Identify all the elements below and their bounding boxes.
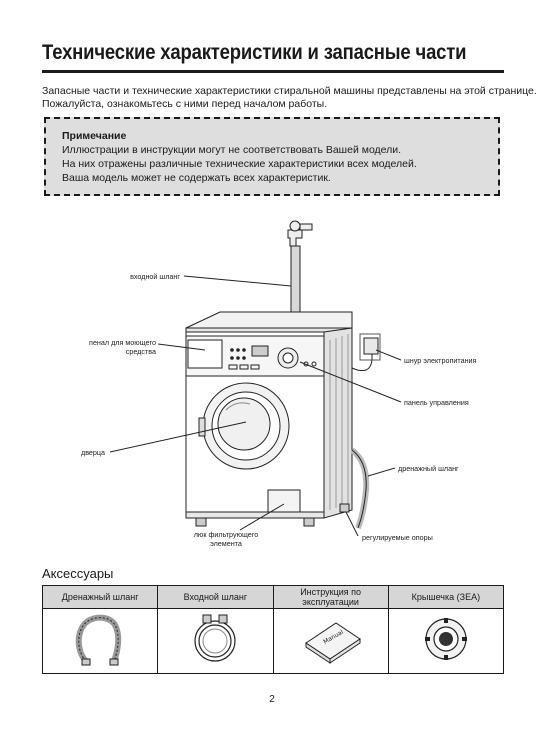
accessories-image-row: Manual: [41, 608, 505, 674]
label-detergent-drawer-line-1: пенал для моющего: [89, 338, 156, 347]
accessories-header-row: Дренажный шланг Входной шланг Инструкция…: [41, 585, 505, 609]
intro-line-2: Пожалуйста, ознакомьтесь с ними перед на…: [42, 98, 328, 110]
accessories-title: Аксессуары: [42, 566, 114, 581]
page-number: 2: [269, 694, 275, 705]
note-title: Примечание: [62, 130, 127, 142]
label-power-cord: шнур электропитания: [404, 356, 477, 365]
cell-cap: [387, 608, 505, 674]
drain-hose-icon: [75, 614, 122, 665]
label-door: дверца: [81, 448, 106, 457]
manual-booklet-icon: Manual: [304, 621, 361, 664]
label-detergent-drawer: пенал для моющего средства: [70, 338, 156, 356]
note-box: Примечание Иллюстрации в инструкции могу…: [44, 117, 500, 196]
note-line-1: Иллюстрации в инструкции могут не соотве…: [62, 144, 402, 156]
cell-drain-hose: [41, 608, 159, 674]
header-manual: Инструкция по эксплуатации: [272, 585, 389, 609]
label-control-panel: панель управления: [404, 398, 469, 407]
cell-manual: Manual: [272, 608, 389, 674]
label-inlet-hose: входной шланг: [130, 272, 180, 281]
title-rule: [42, 70, 504, 73]
label-filter-cover-line-2: элемента: [210, 539, 242, 548]
label-filter-cover: люк фильтрующего элемента: [176, 530, 276, 548]
accessories-table: Дренажный шланг Входной шланг Инструкция…: [41, 585, 505, 674]
page-title: Технические характеристики и запасные ча…: [42, 40, 467, 64]
note-line-2: На них отражены различные технические ха…: [62, 158, 417, 170]
header-cap: Крышечка (ЗЕА): [387, 585, 505, 609]
label-drain-hose: дренажный шланг: [398, 464, 459, 473]
label-adjustable-feet: регулируемые опоры: [362, 533, 433, 542]
washing-machine-diagram: входной шланг пенал для моющего средства…: [0, 200, 544, 560]
note-line-3: Ваша модель может не содержать всех хара…: [62, 172, 331, 184]
cell-inlet-hose: [157, 608, 274, 674]
label-detergent-drawer-line-2: средства: [125, 347, 156, 356]
header-drain-hose: Дренажный шланг: [41, 585, 159, 609]
washing-machine-illustration: [109, 220, 402, 537]
header-inlet-hose: Входной шланг: [157, 585, 274, 609]
intro-text: Запасные части и технические характерист…: [42, 85, 537, 111]
label-filter-cover-line-1: люк фильтрующего: [193, 530, 259, 539]
intro-line-1: Запасные части и технические характерист…: [42, 85, 537, 97]
inlet-hose-icon: [194, 614, 236, 662]
cap-icon: [424, 617, 467, 660]
